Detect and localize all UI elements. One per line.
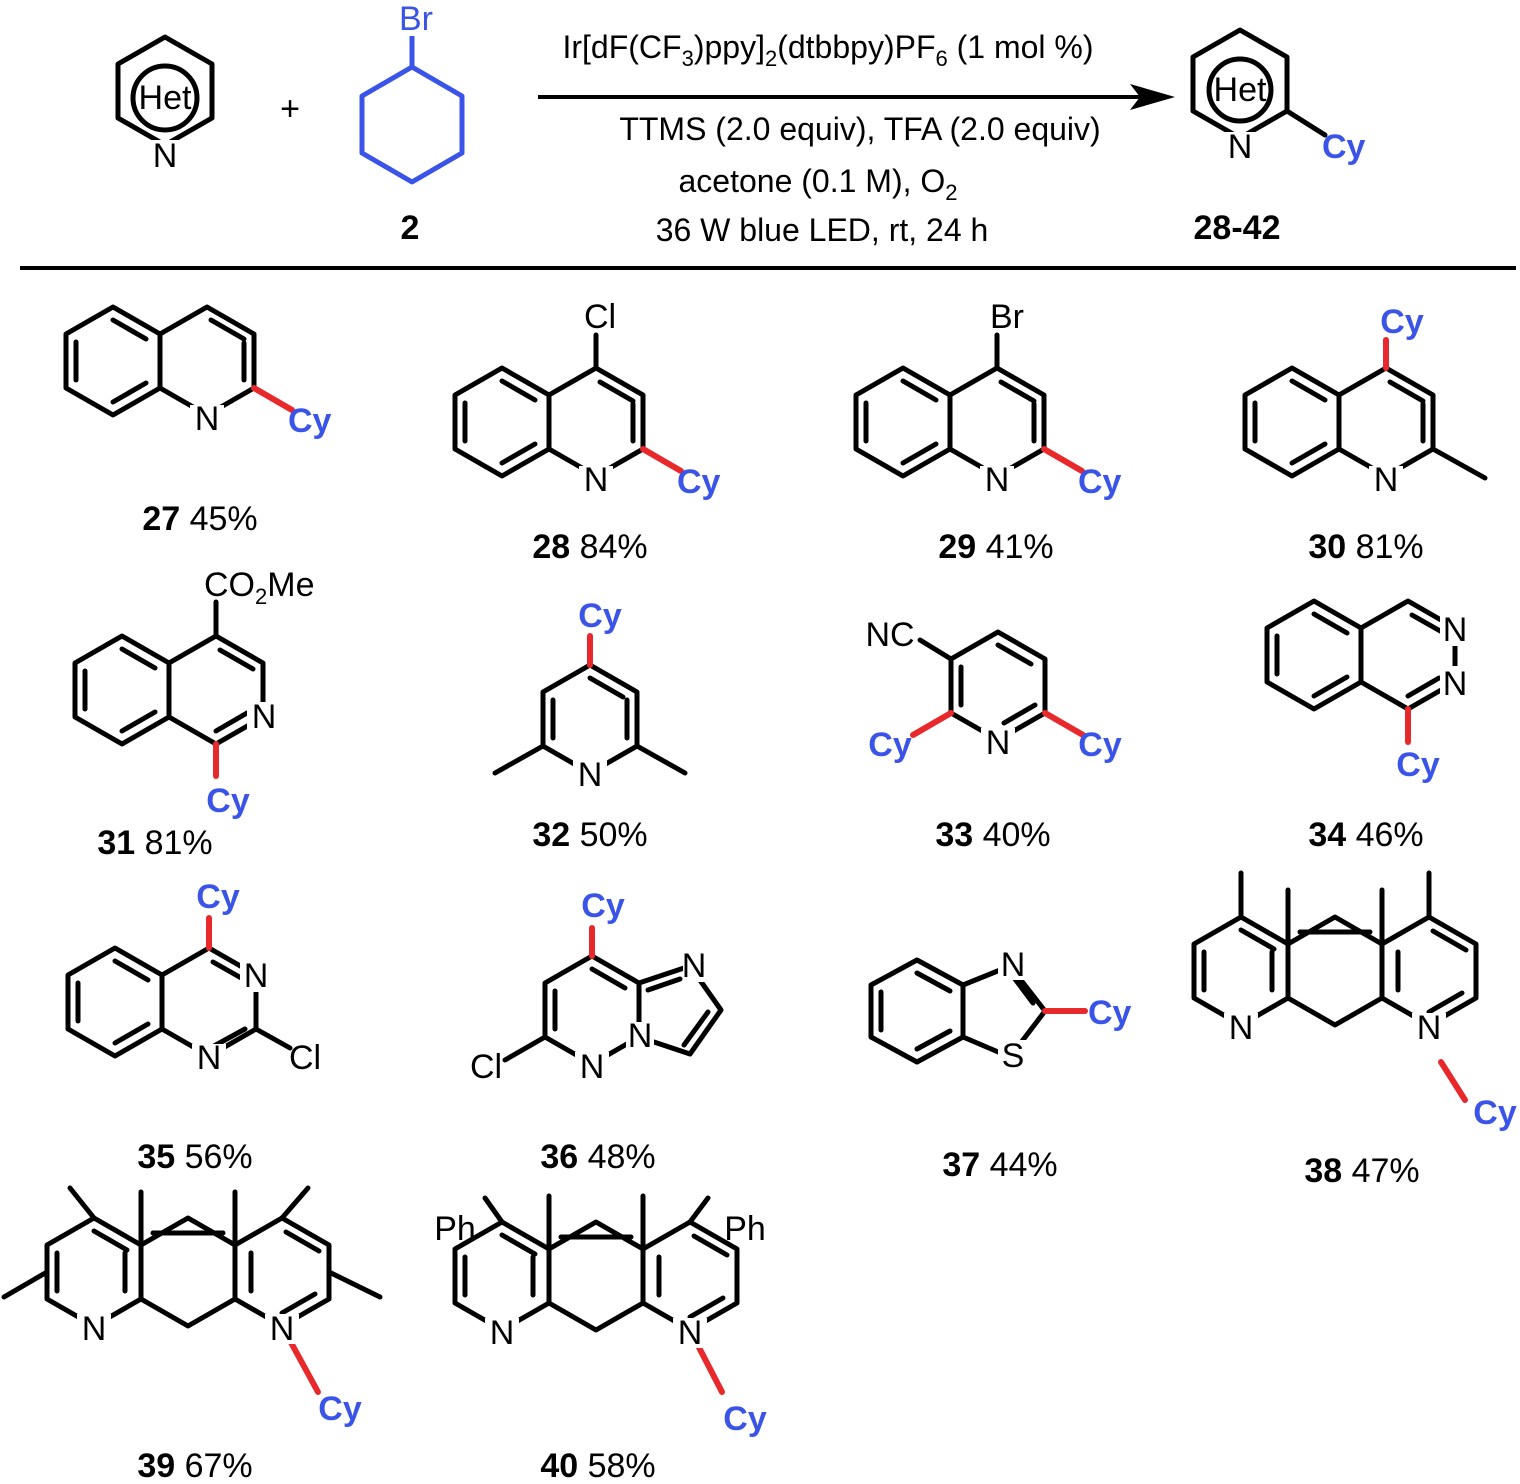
svg-text:Cy: Cy bbox=[1088, 994, 1132, 1032]
svg-text:N: N bbox=[678, 1314, 703, 1352]
svg-text:Cl: Cl bbox=[289, 1039, 321, 1077]
label-37: 37 44% bbox=[942, 1146, 1057, 1184]
svg-text:N: N bbox=[985, 461, 1010, 499]
structure-35: N N Cl Cy 35 56% bbox=[65, 878, 321, 1176]
svg-text:Cy: Cy bbox=[288, 402, 332, 440]
structure-27: N Cy 27 45% bbox=[63, 304, 332, 538]
svg-text:N: N bbox=[1417, 1009, 1442, 1047]
ester-label: CO2Me bbox=[204, 566, 314, 609]
svg-text:NC: NC bbox=[865, 616, 914, 654]
structure-33: N NC Cy Cy 33 40% bbox=[865, 616, 1121, 854]
svg-text:Cy: Cy bbox=[677, 463, 721, 501]
svg-text:Cy: Cy bbox=[868, 726, 912, 764]
svg-text:Cy: Cy bbox=[1473, 1094, 1517, 1132]
solvent-text: acetone (0.1 M), O2 bbox=[678, 163, 957, 205]
label-27: 27 45% bbox=[142, 500, 257, 538]
label-39: 39 67% bbox=[137, 1447, 252, 1484]
product-general: Het N Cy 28-42 bbox=[1190, 27, 1366, 247]
label-29: 29 41% bbox=[938, 528, 1053, 566]
structure-38: N N Cy 38 47% bbox=[1191, 870, 1517, 1190]
svg-text:Cy: Cy bbox=[723, 1400, 767, 1438]
label-40: 40 58% bbox=[540, 1447, 655, 1484]
het-label: Het bbox=[139, 79, 192, 117]
svg-text:Cy: Cy bbox=[206, 782, 250, 820]
product-range-label: 28-42 bbox=[1194, 209, 1281, 247]
label-35: 35 56% bbox=[137, 1138, 252, 1176]
svg-text:Cy: Cy bbox=[578, 597, 622, 635]
structure-28: N Cl Cy 28 84% bbox=[452, 298, 721, 566]
label-33: 33 40% bbox=[935, 816, 1050, 854]
svg-text:Cy: Cy bbox=[318, 1390, 362, 1428]
svg-text:N: N bbox=[1001, 946, 1026, 984]
compound-2-label: 2 bbox=[401, 209, 420, 247]
structure-30: N Cy 30 81% bbox=[1242, 303, 1488, 566]
svg-text:Cy: Cy bbox=[1078, 726, 1122, 764]
svg-text:Cy: Cy bbox=[196, 878, 240, 916]
svg-text:Cy: Cy bbox=[1078, 463, 1122, 501]
svg-text:Cl: Cl bbox=[470, 1048, 502, 1086]
structure-34: N N Cy 34 46% bbox=[1264, 598, 1470, 854]
label-32: 32 50% bbox=[532, 816, 647, 854]
svg-text:N: N bbox=[628, 1017, 653, 1055]
svg-text:N: N bbox=[82, 1310, 107, 1348]
label-30: 30 81% bbox=[1308, 528, 1423, 566]
svg-text:N: N bbox=[578, 756, 603, 794]
svg-text:Cy: Cy bbox=[1396, 746, 1440, 784]
label-38: 38 47% bbox=[1304, 1152, 1419, 1190]
svg-text:N: N bbox=[490, 1314, 515, 1352]
label-31: 31 81% bbox=[97, 824, 212, 862]
svg-text:N: N bbox=[682, 947, 707, 985]
structure-36: N N N Cl Cy 36 48% bbox=[470, 887, 724, 1176]
svg-text:N: N bbox=[584, 461, 609, 499]
svg-text:Ph: Ph bbox=[434, 1210, 476, 1248]
structure-31: N CO2Me Cy 31 81% bbox=[72, 566, 314, 862]
bromine-label: Br bbox=[399, 0, 433, 38]
svg-text:Cy: Cy bbox=[581, 887, 625, 925]
cyclohexyl-bromide: Br 2 bbox=[359, 0, 465, 247]
svg-text:N: N bbox=[986, 724, 1011, 762]
structure-40: N N Ph Ph Cy 40 58% bbox=[434, 1193, 767, 1484]
reactant-heteroarene: Het N bbox=[115, 34, 215, 175]
nitrogen-label: N bbox=[153, 137, 178, 175]
label-28: 28 84% bbox=[532, 528, 647, 566]
svg-text:Cl: Cl bbox=[584, 298, 616, 336]
svg-text:N: N bbox=[252, 698, 277, 736]
label-34: 34 46% bbox=[1308, 816, 1423, 854]
label-36: 36 48% bbox=[540, 1138, 655, 1176]
svg-text:Br: Br bbox=[990, 298, 1024, 336]
product-cy-label: Cy bbox=[1322, 128, 1366, 166]
svg-text:S: S bbox=[1002, 1037, 1025, 1075]
reaction-arrow bbox=[538, 84, 1175, 110]
structure-29: N Br Cy 29 41% bbox=[853, 298, 1122, 566]
catalyst-text: Ir[dF(CF3)ppy]2(dtbbpy)PF6 (1 mol %) bbox=[562, 29, 1093, 71]
plus-sign: + bbox=[280, 90, 300, 128]
svg-text:N: N bbox=[270, 1310, 295, 1348]
svg-text:N: N bbox=[244, 957, 269, 995]
svg-text:Cy: Cy bbox=[1380, 303, 1424, 341]
svg-text:N: N bbox=[1443, 611, 1468, 649]
reaction-conditions: Ir[dF(CF3)ppy]2(dtbbpy)PF6 (1 mol %) TTM… bbox=[562, 29, 1100, 248]
svg-text:N: N bbox=[580, 1048, 605, 1086]
svg-text:Ph: Ph bbox=[724, 1210, 766, 1248]
svg-text:N: N bbox=[1229, 1009, 1254, 1047]
structure-37: N S Cy 37 44% bbox=[868, 946, 1132, 1184]
svg-text:N: N bbox=[197, 1039, 222, 1077]
product-nitrogen-label: N bbox=[1228, 128, 1253, 166]
light-text: 36 W blue LED, rt, 24 h bbox=[656, 212, 989, 248]
svg-text:N: N bbox=[1443, 665, 1468, 703]
reagents-text: TTMS (2.0 equiv), TFA (2.0 equiv) bbox=[619, 111, 1100, 147]
svg-text:N: N bbox=[1374, 461, 1399, 499]
structure-32: N Cy 32 50% bbox=[492, 597, 688, 854]
product-het-label: Het bbox=[1214, 71, 1267, 109]
svg-text:N: N bbox=[195, 400, 220, 438]
structure-39: N N Cy 39 67% bbox=[1, 1185, 383, 1484]
